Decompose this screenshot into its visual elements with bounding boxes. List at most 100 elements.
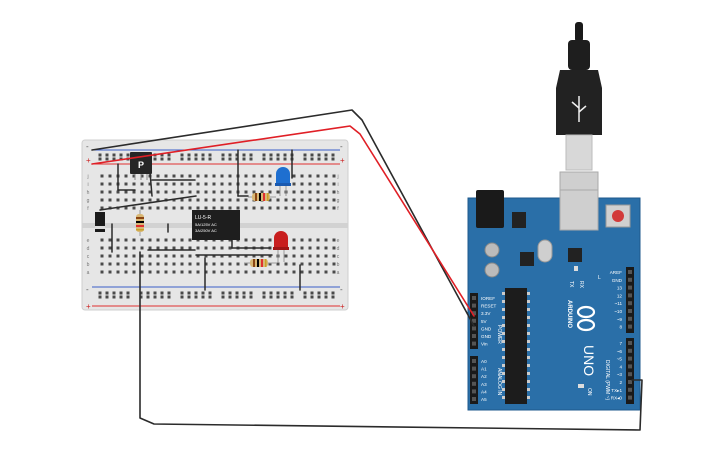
rail-hole	[167, 291, 171, 295]
breadboard-jumpers[interactable]	[99, 149, 301, 291]
jumper-wire[interactable]	[149, 171, 153, 197]
resistor-3[interactable]	[244, 259, 276, 267]
usb-chip	[568, 248, 582, 262]
rail-hole	[119, 153, 123, 157]
rail-hole	[310, 157, 314, 161]
row-letter: d	[337, 246, 340, 252]
breadboard-hole	[108, 246, 112, 250]
rail-hole	[317, 157, 321, 161]
breadboard-hole	[196, 254, 200, 258]
breadboard-hole	[324, 198, 328, 202]
resistor-band	[136, 229, 144, 231]
rail-hole	[119, 295, 123, 299]
chip-pin	[527, 316, 530, 319]
breadboard-hole	[204, 254, 208, 258]
header-holes	[472, 270, 632, 401]
breadboard-hole	[228, 270, 232, 274]
row-letter: h	[337, 190, 340, 196]
pin-label: 8	[619, 325, 622, 330]
row-letter: h	[87, 190, 90, 196]
rail-hole	[221, 295, 225, 299]
diode-body	[95, 212, 105, 232]
breadboard-hole	[164, 174, 168, 178]
rail-hole	[242, 295, 246, 299]
pin-label: 5V	[481, 319, 488, 324]
chip-pin	[527, 372, 530, 375]
led-red[interactable]	[273, 231, 289, 262]
arduino-uno[interactable]: TX RX L ON ARDUINO UNO IOREFRESET3.3V5VG…	[467, 189, 641, 411]
header-hole	[472, 303, 476, 308]
diode[interactable]	[95, 212, 105, 232]
breadboard-hole	[148, 238, 152, 242]
rail-hole	[303, 295, 307, 299]
breadboard-hole	[196, 246, 200, 250]
rail-hole	[112, 153, 116, 157]
rail-hole	[187, 291, 191, 295]
breadboard-hole	[172, 262, 176, 266]
header-hole	[472, 381, 476, 386]
jumper-wire[interactable]	[99, 195, 197, 211]
capacitor	[484, 262, 500, 278]
chip-pin	[527, 300, 530, 303]
wire-digital-pin[interactable]	[139, 251, 643, 431]
breadboard-hole	[148, 182, 152, 186]
rail-hole	[276, 295, 280, 299]
breadboard-hole	[132, 206, 136, 210]
rail-hole	[269, 157, 273, 161]
breadboard-hole	[164, 190, 168, 194]
pin-label: ~6	[617, 349, 623, 354]
breadboard-hole	[204, 270, 208, 274]
chip-pin	[502, 300, 505, 303]
header-hole	[628, 348, 632, 353]
breadboard-hole	[116, 246, 120, 250]
breadboard-hole	[132, 182, 136, 186]
wire-5v[interactable]	[91, 125, 475, 317]
breadboard-hole	[268, 182, 272, 186]
breadboard-hole	[100, 262, 104, 266]
usb-cable[interactable]	[556, 22, 602, 203]
breadboard-hole	[316, 270, 320, 274]
breadboard-hole	[244, 254, 248, 258]
breadboard-hole	[180, 270, 184, 274]
rail-hole	[283, 153, 287, 157]
header-hole	[628, 356, 632, 361]
breadboard-hole	[180, 254, 184, 258]
breadboard-hole	[148, 254, 152, 258]
breadboard-hole	[300, 174, 304, 178]
pin-label: TX▸1	[611, 388, 622, 393]
led-blue[interactable]	[275, 167, 291, 196]
rail-hole	[201, 291, 205, 295]
breadboard-hole	[324, 270, 328, 274]
rail-hole	[249, 157, 253, 161]
header-hole	[628, 395, 632, 400]
breadboard-hole	[148, 262, 152, 266]
rail-hole	[187, 295, 191, 299]
breadboard-hole	[172, 190, 176, 194]
breadboard-hole	[220, 246, 224, 250]
rail-hole	[194, 153, 198, 157]
breadboard-hole	[308, 262, 312, 266]
chip-pin	[502, 308, 505, 311]
breadboard-hole	[284, 270, 288, 274]
resistor-2[interactable]	[248, 193, 276, 201]
external-wires[interactable]	[91, 109, 643, 431]
resistor-1[interactable]	[136, 210, 144, 236]
wire-gnd[interactable]	[91, 109, 475, 327]
breadboard-hole	[108, 254, 112, 258]
breadboard-hole	[284, 262, 288, 266]
breadboard-hole	[324, 174, 328, 178]
breadboard-hole	[324, 190, 328, 194]
breadboard-hole	[212, 246, 216, 250]
breadboard-hole	[148, 190, 152, 194]
breadboard-hole	[204, 262, 208, 266]
relay[interactable]: LU-5-R 5A/125V AC 3A/250V AC	[192, 210, 240, 240]
reset-button[interactable]	[612, 210, 624, 222]
breadboard-hole	[132, 262, 136, 266]
resistor-band	[253, 259, 255, 267]
header-hole	[628, 372, 632, 377]
rail-hole	[194, 157, 198, 161]
breadboard-hole	[300, 262, 304, 266]
rail-hole	[160, 295, 164, 299]
